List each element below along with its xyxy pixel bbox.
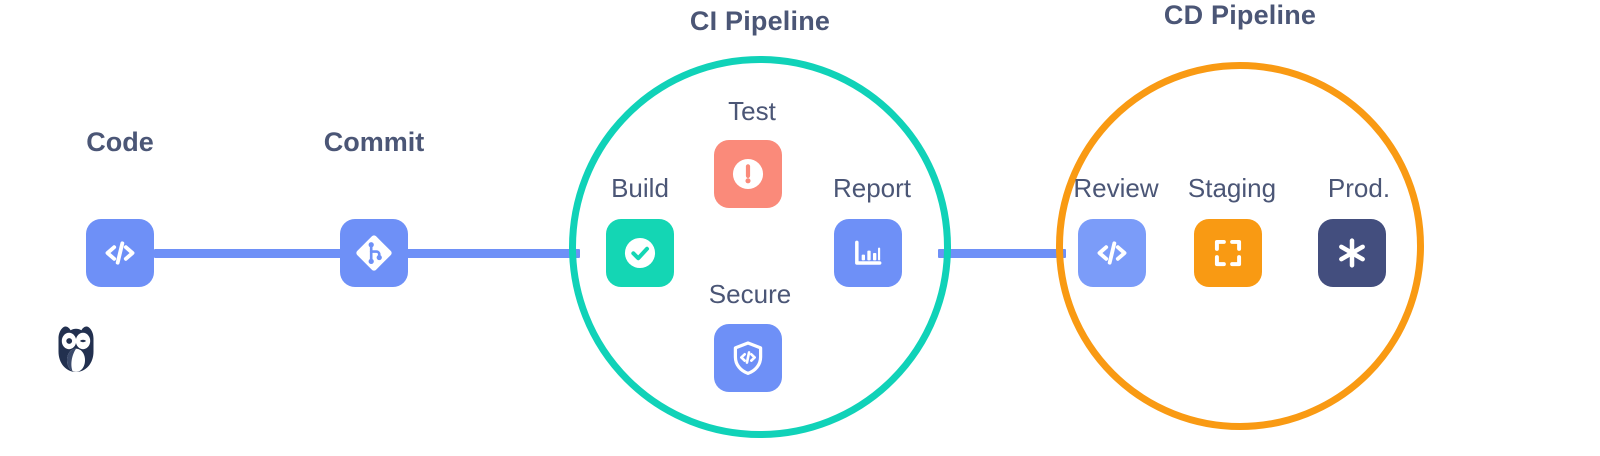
ci-node-label-build: Build bbox=[611, 173, 669, 203]
ci-node-tile-test[interactable] bbox=[714, 140, 782, 208]
stage-label-commit: Commit bbox=[323, 127, 425, 157]
stage-label-code: Code bbox=[86, 127, 154, 157]
cd-node-tile-staging[interactable] bbox=[1194, 219, 1262, 287]
cd-node-label-review: Review bbox=[1073, 173, 1159, 203]
ci-node-label-report: Report bbox=[832, 173, 912, 203]
connector-commit-to-ci bbox=[400, 249, 580, 258]
alert-circle-icon bbox=[727, 153, 769, 195]
connector-ci-to-cd bbox=[938, 249, 1066, 258]
ci-node-label-secure: Secure bbox=[708, 279, 792, 309]
ci-pipeline-circle bbox=[569, 56, 951, 438]
ci-node-tile-secure[interactable] bbox=[714, 324, 782, 392]
code-brackets-icon bbox=[1092, 233, 1132, 273]
cd-node-label-prod: Prod. bbox=[1327, 173, 1391, 203]
check-circle-icon bbox=[619, 232, 661, 274]
cd-node-tile-prod[interactable] bbox=[1318, 219, 1386, 287]
ci-node-tile-report[interactable] bbox=[834, 219, 902, 287]
bar-chart-icon bbox=[848, 233, 888, 273]
asterisk-icon bbox=[1332, 233, 1372, 273]
stage-tile-commit[interactable] bbox=[340, 219, 408, 287]
ci-node-tile-build[interactable] bbox=[606, 219, 674, 287]
ci-pipeline-title: CI Pipeline bbox=[689, 6, 831, 36]
cd-node-tile-review[interactable] bbox=[1078, 219, 1146, 287]
ci-node-label-test: Test bbox=[728, 96, 776, 126]
shield-code-icon bbox=[727, 337, 769, 379]
cd-pipeline-title: CD Pipeline bbox=[1163, 0, 1317, 30]
fullscreen-icon bbox=[1209, 234, 1247, 272]
cd-node-label-staging: Staging bbox=[1187, 173, 1277, 203]
code-brackets-icon bbox=[100, 233, 140, 273]
owl-logo bbox=[53, 320, 99, 378]
stage-tile-code[interactable] bbox=[86, 219, 154, 287]
connector-code-to-commit bbox=[154, 249, 346, 258]
git-commit-icon bbox=[353, 232, 395, 274]
cd-pipeline-circle bbox=[1056, 62, 1424, 430]
